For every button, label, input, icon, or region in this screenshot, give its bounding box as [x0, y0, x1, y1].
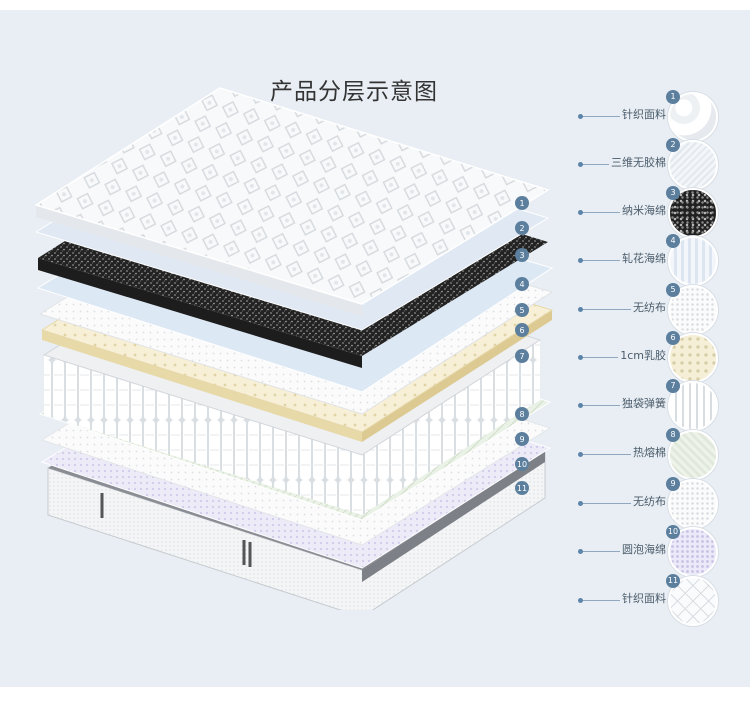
svg-text:1: 1	[519, 199, 524, 208]
legend-label: 热熔棉	[631, 444, 668, 460]
mattress-illustration: 1 2 3 4 5 6 7 8 9 10 11	[34, 87, 554, 610]
page-title: 产品分层示意图	[270, 79, 438, 105]
leader-dot	[578, 162, 583, 167]
legend-label: 圆泡海绵	[620, 541, 668, 557]
legend-label: 轧花海绵	[620, 250, 668, 266]
legend-badge: 1	[666, 90, 680, 104]
leader-dot	[578, 549, 583, 554]
legend-item: 纳米海绵 3	[578, 186, 738, 238]
leader-dot	[578, 598, 583, 603]
svg-text:7: 7	[519, 352, 524, 361]
legend-label: 针织面料	[620, 106, 668, 122]
svg-text:6: 6	[519, 326, 524, 335]
leader-line	[580, 454, 672, 455]
legend-badge: 8	[666, 428, 680, 442]
legend-item: 三维无胶棉 2	[578, 138, 738, 190]
legend-badge: 11	[666, 574, 680, 588]
leader-dot	[578, 452, 583, 457]
leader-dot	[578, 403, 583, 408]
leader-dot	[578, 258, 583, 263]
layer-1-knit-top	[34, 87, 550, 316]
legend-label: 独袋弹簧	[620, 395, 668, 411]
legend-label: 无纺布	[631, 493, 668, 509]
svg-text:2: 2	[519, 224, 524, 233]
legend-badge: 2	[666, 138, 680, 152]
legend-label: 无纺布	[631, 299, 668, 315]
legend-badge: 9	[666, 477, 680, 491]
leader-line	[580, 503, 672, 504]
leader-line	[580, 309, 672, 310]
legend-badge: 6	[666, 331, 680, 345]
legend-badge: 4	[666, 234, 680, 248]
legend-item: 圆泡海绵 10	[578, 525, 738, 577]
svg-text:11: 11	[517, 484, 527, 493]
legend-item: 无纺布 5	[578, 283, 738, 335]
svg-text:10: 10	[517, 460, 527, 469]
legend-item: 1cm乳胶 6	[578, 331, 738, 383]
legend-label: 针织面料	[620, 590, 668, 606]
legend-badge: 10	[666, 525, 680, 539]
leader-dot	[578, 210, 583, 215]
legend-item: 针织面料 1	[578, 90, 738, 142]
legend-label: 三维无胶棉	[609, 154, 668, 170]
latex-swatch	[668, 333, 718, 383]
svg-text:8: 8	[519, 410, 524, 419]
leader-dot	[578, 501, 583, 506]
stack-badges: 1 2 3 4 5 6 7 8 9 10 11	[515, 196, 529, 495]
svg-text:3: 3	[519, 251, 524, 260]
round-foam-swatch	[668, 527, 718, 577]
non-woven-swatch	[668, 479, 718, 529]
legend-badge: 7	[666, 379, 680, 393]
legend-item: 无纺布 9	[578, 477, 738, 529]
leader-dot	[578, 114, 583, 119]
legend-item: 针织面料 11	[578, 574, 738, 626]
legend-item: 独袋弹簧 7	[578, 379, 738, 431]
legend-label: 纳米海绵	[620, 202, 668, 218]
legend-item: 轧花海绵 4	[578, 234, 738, 286]
legend-badge: 3	[666, 186, 680, 200]
legend-item: 热熔棉 8	[578, 428, 738, 480]
svg-text:5: 5	[519, 306, 524, 315]
svg-text:9: 9	[519, 435, 524, 444]
leader-dot	[578, 307, 583, 312]
legend-badge: 5	[666, 283, 680, 297]
svg-text:4: 4	[519, 280, 524, 289]
legend-label: 1cm乳胶	[618, 347, 668, 363]
leader-dot	[578, 355, 583, 360]
